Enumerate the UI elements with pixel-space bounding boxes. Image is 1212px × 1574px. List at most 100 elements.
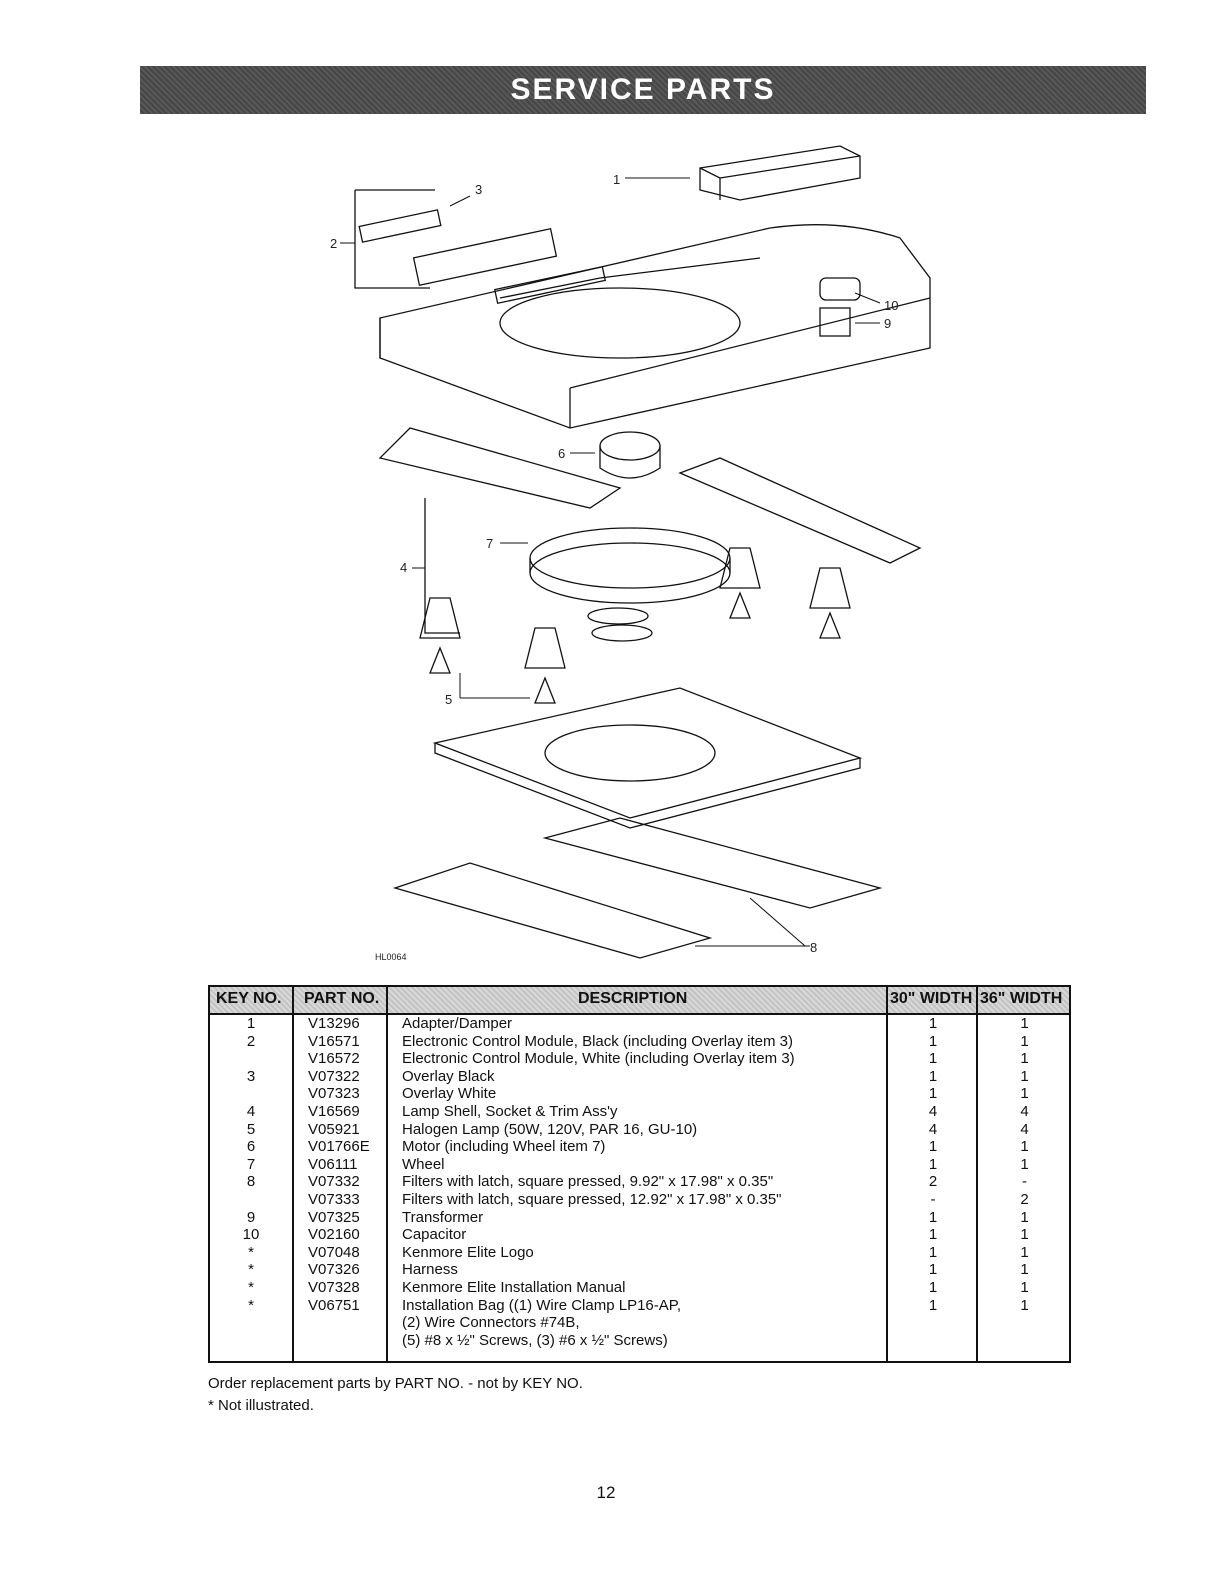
qty-30: 1 <box>928 1032 938 1050</box>
key-no: * <box>248 1261 254 1279</box>
qty-36: 1 <box>1020 1208 1029 1226</box>
key-no: * <box>248 1278 254 1296</box>
qty-30: 1 <box>928 1226 938 1244</box>
col-divider-w30 <box>888 987 978 1361</box>
description: Filters with latch, square pressed, 12.9… <box>402 1190 782 1208</box>
part-no: V07325 <box>308 1208 360 1226</box>
header-part-no: PART NO. <box>304 990 380 1007</box>
qty-30: 1 <box>928 1208 938 1226</box>
grease-filters-drawing <box>392 817 883 959</box>
qty-30: 1 <box>928 1155 938 1173</box>
qty-36: 1 <box>1020 1085 1029 1103</box>
header-description: DESCRIPTION <box>578 990 688 1007</box>
description: Installation Bag ((1) Wire Clamp LP16-AP… <box>402 1296 682 1314</box>
callout-10: 10 <box>884 298 898 313</box>
qty-36: 4 <box>1020 1102 1029 1120</box>
qty-36: 2 <box>1020 1190 1029 1208</box>
qty-36: 1 <box>1020 1261 1029 1279</box>
col-divider-key <box>210 987 294 1361</box>
callout-6: 6 <box>558 446 565 461</box>
description: (2) Wire Connectors #74B, <box>402 1314 580 1332</box>
callout-leaders <box>340 177 881 947</box>
transformer-drawing <box>819 307 851 337</box>
description: Harness <box>402 1261 458 1279</box>
key-no: 7 <box>246 1155 256 1173</box>
table-row: (5) #8 x ½" Screws, (3) #6 x ½" Screws) <box>210 1332 1069 1350</box>
qty-36: 1 <box>1020 1278 1029 1296</box>
order-note: Order replacement parts by PART NO. - no… <box>208 1375 583 1392</box>
qty-30: 1 <box>928 1261 938 1279</box>
qty-36: 1 <box>1020 1138 1029 1156</box>
description: Overlay White <box>402 1085 497 1103</box>
bottom-plate-drawing <box>432 687 863 829</box>
qty-30: 1 <box>928 1278 938 1296</box>
table-row: 6 V01766E Motor (including Wheel item 7) 1 1 <box>210 1138 1069 1156</box>
callout-8: 8 <box>810 940 817 955</box>
part-no: V02160 <box>308 1226 360 1244</box>
key-no: 6 <box>246 1138 256 1156</box>
section-banner: SERVICE PARTS <box>140 66 1146 114</box>
qty-30: 1 <box>928 1015 938 1032</box>
description: Halogen Lamp (50W, 120V, PAR 16, GU-10) <box>402 1120 698 1138</box>
qty-30: 1 <box>928 1138 938 1156</box>
callout-7: 7 <box>486 536 493 551</box>
header-key-no: KEY NO. <box>216 990 282 1007</box>
qty-36: 1 <box>1020 1032 1029 1050</box>
qty-30: 1 <box>928 1050 938 1068</box>
description: Electronic Control Module, Black (includ… <box>402 1032 793 1050</box>
key-no: 9 <box>246 1208 256 1226</box>
parts-table: KEY NO. PART NO. DESCRIPTION 30" WIDTH 3… <box>208 985 1071 1363</box>
part-no: V01766E <box>308 1138 370 1156</box>
range-hood-body-drawing <box>379 224 931 429</box>
qty-36: 1 <box>1020 1050 1029 1068</box>
table-row: (2) Wire Connectors #74B, <box>210 1314 1069 1332</box>
col-divider-part <box>294 987 388 1361</box>
description: Kenmore Elite Logo <box>402 1243 534 1261</box>
description: Electronic Control Module, White (includ… <box>402 1050 795 1068</box>
part-no: V07323 <box>308 1085 360 1103</box>
callout-9: 9 <box>884 316 891 331</box>
part-no: V07322 <box>308 1067 360 1085</box>
qty-30: - <box>930 1190 936 1208</box>
section-title: SERVICE PARTS <box>510 73 776 106</box>
qty-30: 4 <box>928 1102 938 1120</box>
key-no: * <box>248 1243 254 1261</box>
blower-wheel-drawing <box>529 527 731 604</box>
header-30-width: 30" WIDTH <box>890 990 973 1007</box>
page-number: 12 <box>596 1483 616 1502</box>
qty-36: - <box>1022 1173 1027 1191</box>
callout-4: 4 <box>400 560 407 575</box>
part-no: V16572 <box>308 1050 360 1068</box>
qty-30: 1 <box>928 1085 938 1103</box>
description: Transformer <box>402 1208 484 1226</box>
header-36-width: 36" WIDTH <box>980 990 1063 1007</box>
exploded-parts-diagram: 1 2 3 4 5 6 7 8 9 10 HL0064 <box>300 128 960 968</box>
table-row: V16572 Electronic Control Module, White (… <box>210 1050 1069 1068</box>
qty-30: 4 <box>928 1120 938 1138</box>
qty-30: 1 <box>928 1243 938 1261</box>
key-no: * <box>248 1296 254 1314</box>
key-no: 5 <box>246 1120 256 1138</box>
description: Motor (including Wheel item 7) <box>402 1138 606 1156</box>
qty-36: 1 <box>1020 1067 1029 1085</box>
part-no: V07328 <box>308 1278 360 1296</box>
key-no: 1 <box>246 1015 256 1032</box>
table-row: V07323 Overlay White 1 1 <box>210 1085 1069 1103</box>
table-row: 9 V07325 Transformer 1 1 <box>210 1209 1069 1227</box>
key-no: 2 <box>246 1032 256 1050</box>
callout-5: 5 <box>445 692 452 707</box>
description: Adapter/Damper <box>402 1015 513 1032</box>
description: Filters with latch, square pressed, 9.92… <box>402 1173 774 1191</box>
qty-36: 1 <box>1020 1226 1029 1244</box>
